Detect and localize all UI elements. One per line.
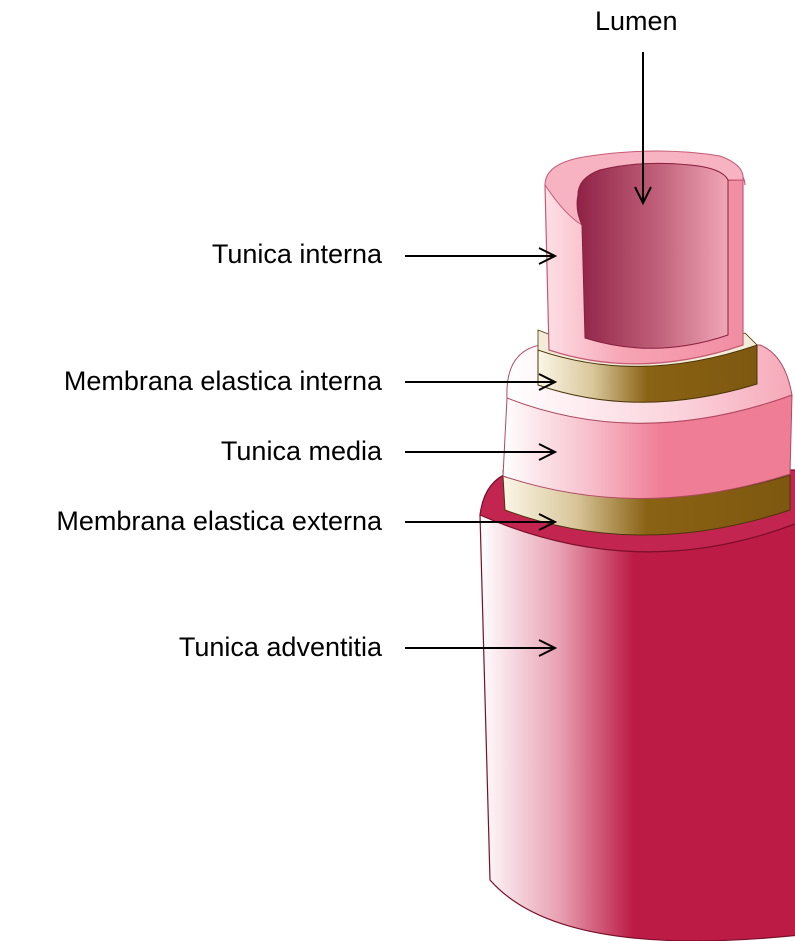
label-membrana-elastica-externa: Membrana elastica externa: [56, 508, 382, 535]
label-lumen: Lumen: [595, 8, 678, 35]
label-tunica-interna: Tunica interna: [212, 241, 382, 268]
lumen-opening: [577, 163, 728, 348]
tunica-interna-layer: [545, 151, 745, 364]
label-tunica-media: Tunica media: [221, 438, 382, 465]
label-tunica-adventitia: Tunica adventitia: [179, 634, 382, 661]
tunica-adventitia-layer: [480, 470, 795, 941]
label-membrana-elastica-interna: Membrana elastica interna: [64, 368, 382, 395]
